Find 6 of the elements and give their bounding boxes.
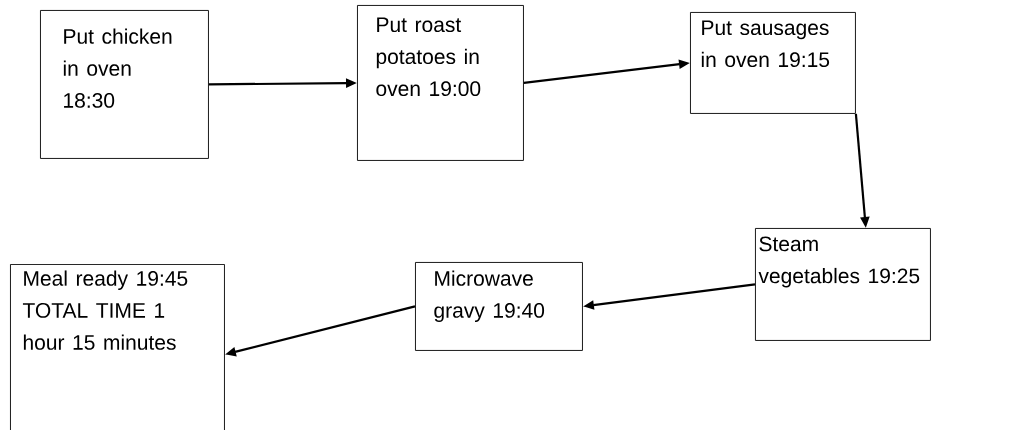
process-box: Put sausages in oven 19:15 <box>690 12 856 114</box>
process-box: Put roast potatoes in oven 19:00 <box>357 5 524 161</box>
process-box: Put chicken in oven 18:30 <box>40 10 209 159</box>
process-box: Meal ready 19:45 TOTAL TIME 1 hour 15 minutes <box>10 264 225 430</box>
process-box: Steam vegetables 19:25 <box>755 228 931 341</box>
process-box: Microwave gravy 19:40 <box>415 262 583 351</box>
